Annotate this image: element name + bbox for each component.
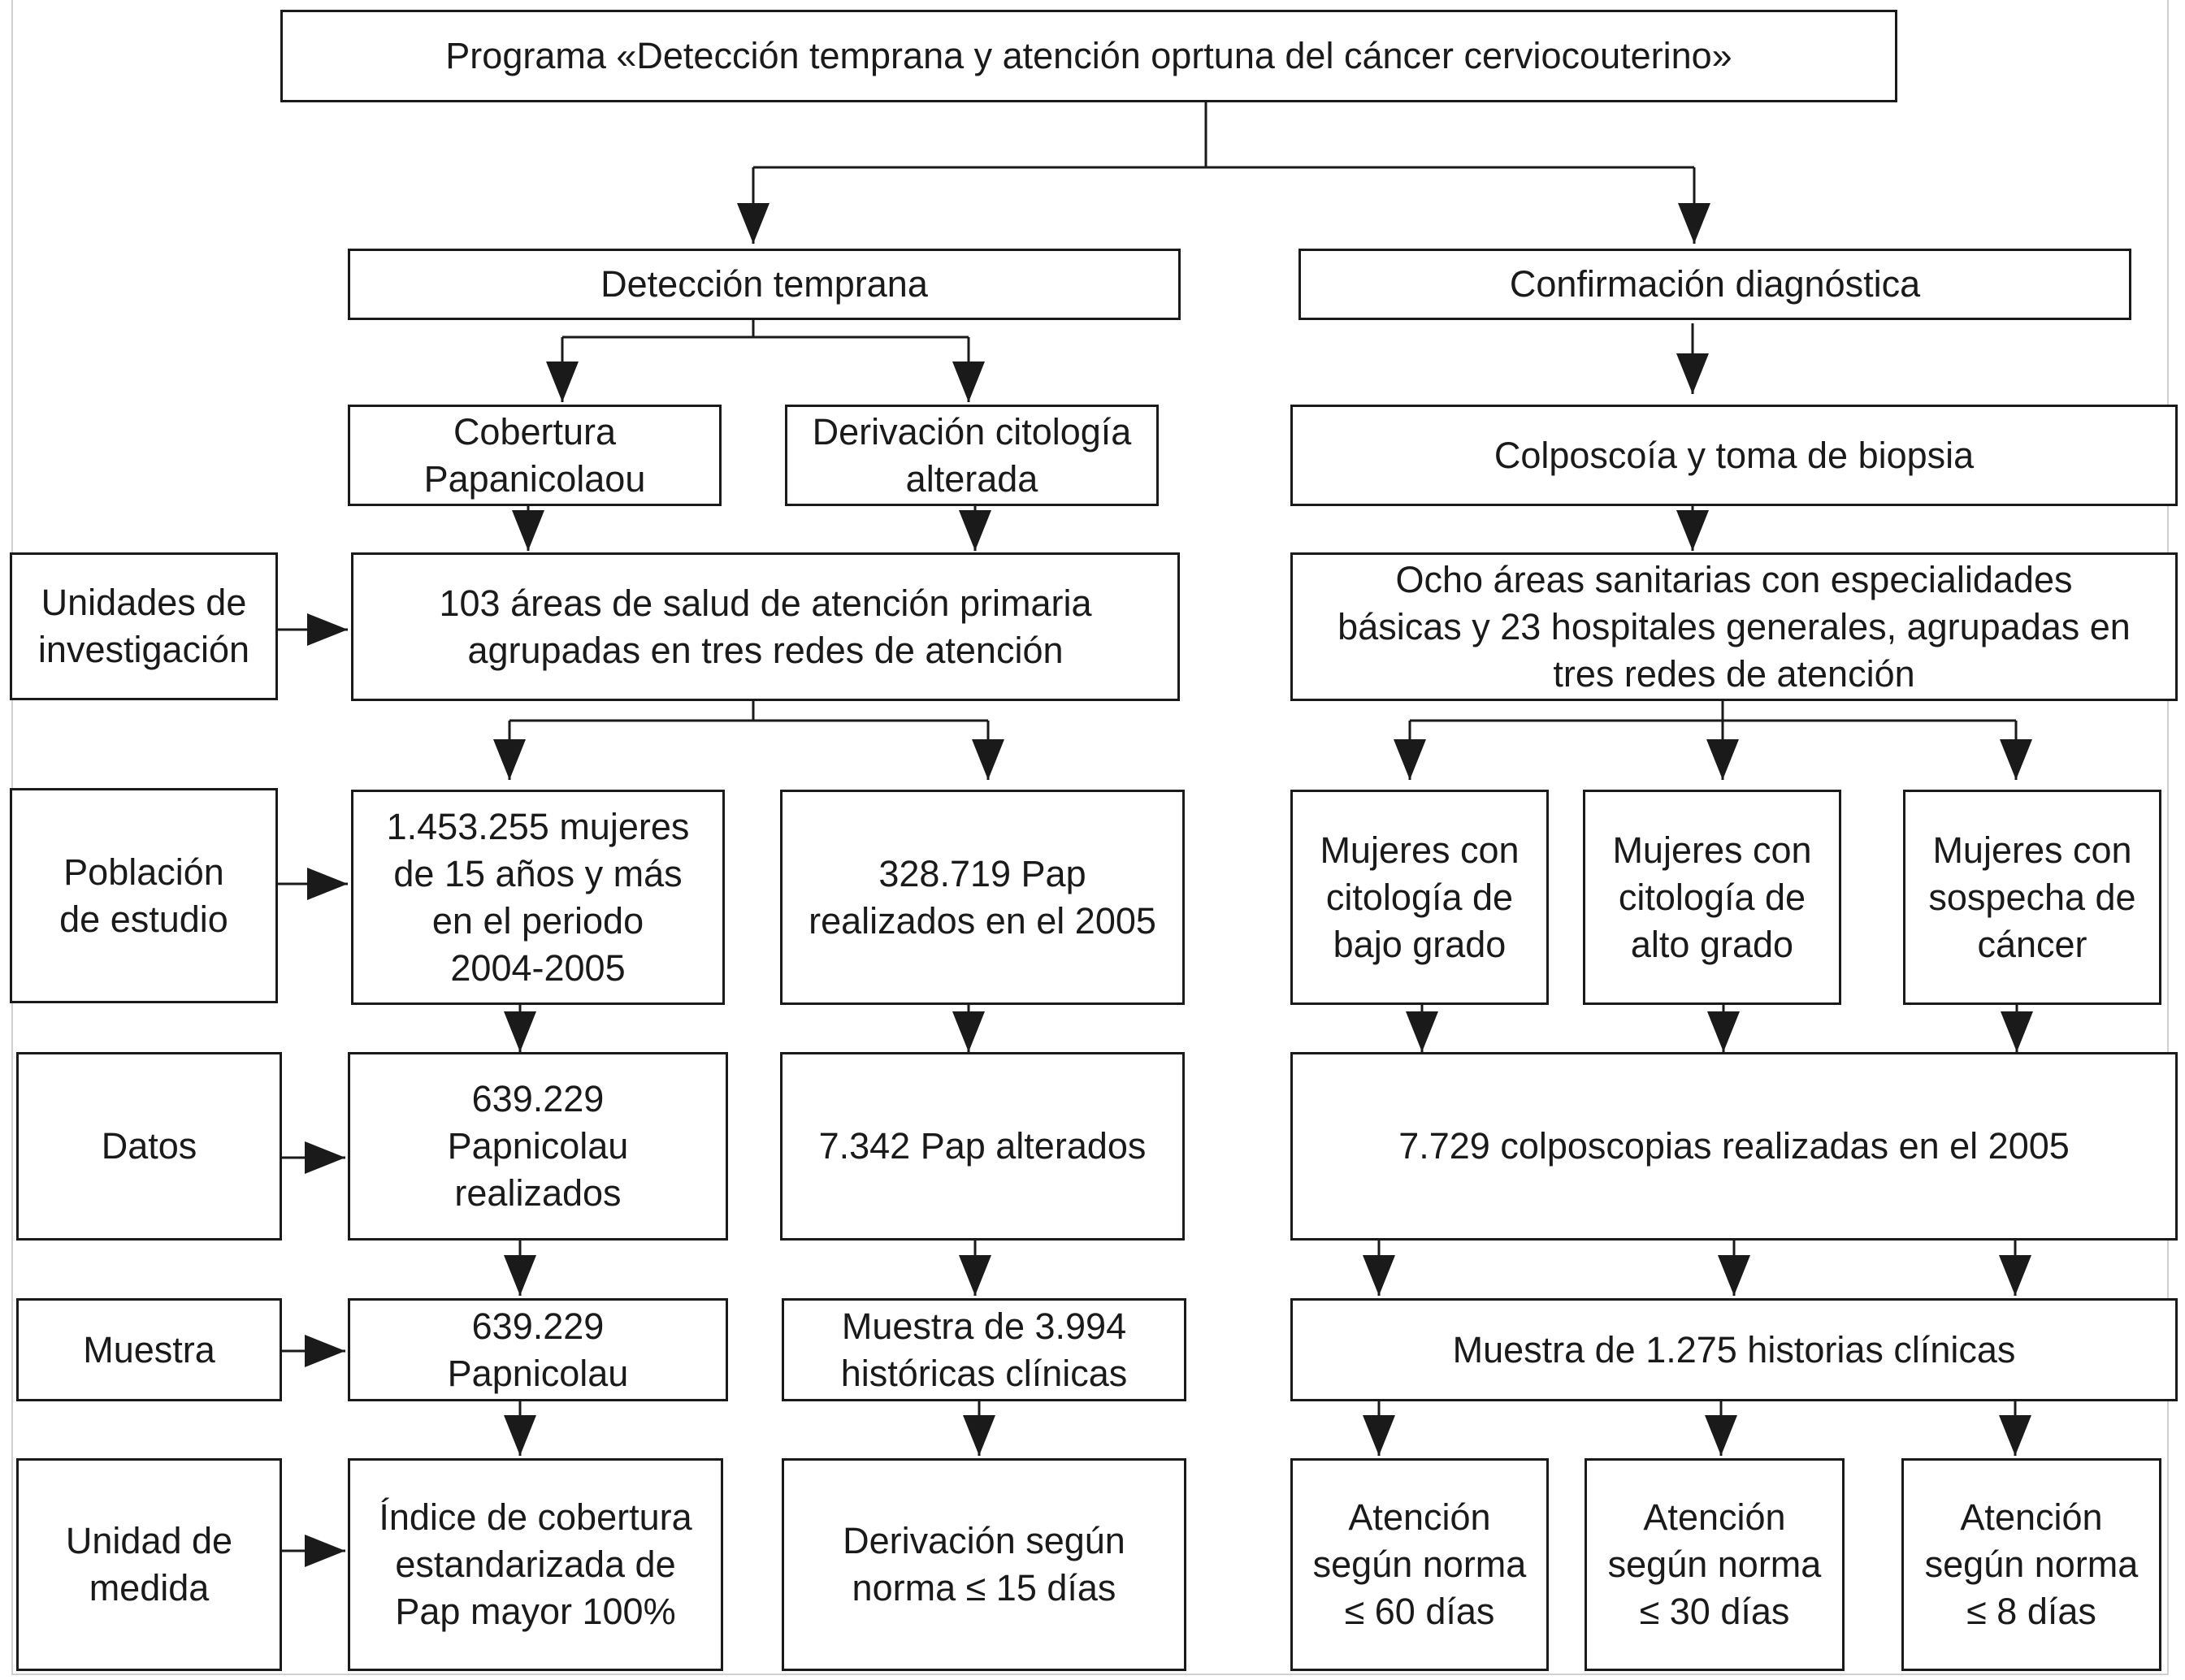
arrowhead: [1705, 1415, 1737, 1456]
arrowhead: [1707, 1011, 1740, 1052]
arrowhead: [305, 1535, 345, 1567]
arrowhead: [2001, 1011, 2033, 1052]
arrowhead: [512, 510, 544, 551]
branch-confirmacion-diagnostica: Confirmación diagnóstica: [1298, 249, 2131, 320]
row-label-unidades: Unidades de investigación: [10, 552, 278, 700]
arrowhead: [1999, 1255, 2031, 1296]
left-a-poblacion-box: 1.453.255 mujeres de 15 años y más en el…: [351, 790, 725, 1005]
arrowhead: [307, 868, 348, 900]
row-label-poblacion: Población de estudio: [10, 788, 278, 1003]
arrowhead: [963, 1415, 995, 1456]
connector-left-unidades-split: [509, 700, 988, 722]
arrowhead: [493, 739, 526, 780]
medida-30-dias-box: Atención según norma ≤ 30 días: [1585, 1458, 1845, 1671]
arrowhead: [972, 739, 1004, 780]
arrowhead: [737, 203, 770, 244]
poblacion-alto-grado-box: Mujeres con citología de alto grado: [1583, 790, 1841, 1005]
program-title-box: Programa «Detección temprana y atención …: [280, 10, 1897, 102]
right-datos-box: 7.729 colposcopias realizadas en el 2005: [1290, 1052, 2178, 1241]
connector-right-unidades-split: [1410, 700, 2016, 722]
arrowhead: [1706, 739, 1739, 780]
medida-60-dias-box: Atención según norma ≤ 60 días: [1290, 1458, 1549, 1671]
connector-title-split: [753, 101, 1694, 169]
arrowhead: [1999, 1415, 2031, 1456]
branch-deteccion-temprana: Detección temprana: [348, 249, 1181, 320]
arrowhead: [504, 1011, 536, 1052]
right-unidades-box: Ocho áreas sanitarias con especialidades…: [1290, 552, 2178, 701]
arrowhead: [1678, 203, 1710, 244]
arrowhead: [305, 1335, 345, 1367]
arrowhead: [1363, 1255, 1395, 1296]
arrowheads: [305, 203, 2033, 1567]
left-unidades-box: 103 áreas de salud de atención primaria …: [351, 552, 1180, 701]
medida-8-dias-box: Atención según norma ≤ 8 días: [1901, 1458, 2161, 1671]
arrowhead: [959, 510, 991, 551]
left-b-muestra-box: Muestra de 3.994 históricas clínicas: [782, 1298, 1186, 1401]
arrowhead: [1406, 1011, 1438, 1052]
left-b-datos-box: 7.342 Pap alterados: [780, 1052, 1185, 1241]
left-b-medida-box: Derivación según norma ≤ 15 días: [782, 1458, 1186, 1671]
arrowhead: [1718, 1255, 1750, 1296]
arrowhead: [1676, 510, 1709, 551]
arrowhead: [504, 1415, 536, 1456]
arrowhead: [952, 1011, 985, 1052]
arrowhead: [959, 1255, 991, 1296]
arrowhead: [307, 613, 348, 646]
right-muestra-box: Muestra de 1.275 historias clínicas: [1290, 1298, 2178, 1401]
arrowhead: [546, 362, 579, 402]
connector-deteccion-split: [562, 318, 969, 339]
left-b-poblacion-box: 328.719 Pap realizados en el 2005: [780, 790, 1185, 1005]
left-a-datos-box: 639.229 Papnicolau realizados: [348, 1052, 728, 1241]
arrowhead: [504, 1255, 536, 1296]
left-a-muestra-box: 639.229 Papnicolau: [348, 1298, 728, 1401]
poblacion-bajo-grado-box: Mujeres con citología de bajo grado: [1290, 790, 1549, 1005]
left-a-medida-box: Índice de cobertura estandarizada de Pap…: [348, 1458, 723, 1671]
header-colposcopia-biopsia: Colposcoía y toma de biopsia: [1290, 405, 2178, 506]
arrowhead: [2000, 739, 2032, 780]
header-derivacion-citologia: Derivación citología alterada: [785, 405, 1159, 506]
arrowhead: [952, 362, 985, 402]
row-label-unidad-medida: Unidad de medida: [16, 1458, 282, 1671]
row-label-datos: Datos: [16, 1052, 282, 1241]
arrowhead: [1676, 353, 1709, 394]
arrowhead: [305, 1141, 345, 1174]
arrowhead: [1394, 739, 1426, 780]
header-cobertura-papanicolaou: Cobertura Papanicolaou: [348, 405, 722, 506]
poblacion-sospecha-cancer-box: Mujeres con sospecha de cáncer: [1903, 790, 2161, 1005]
row-label-muestra: Muestra: [16, 1298, 282, 1401]
arrowhead: [1363, 1415, 1395, 1456]
